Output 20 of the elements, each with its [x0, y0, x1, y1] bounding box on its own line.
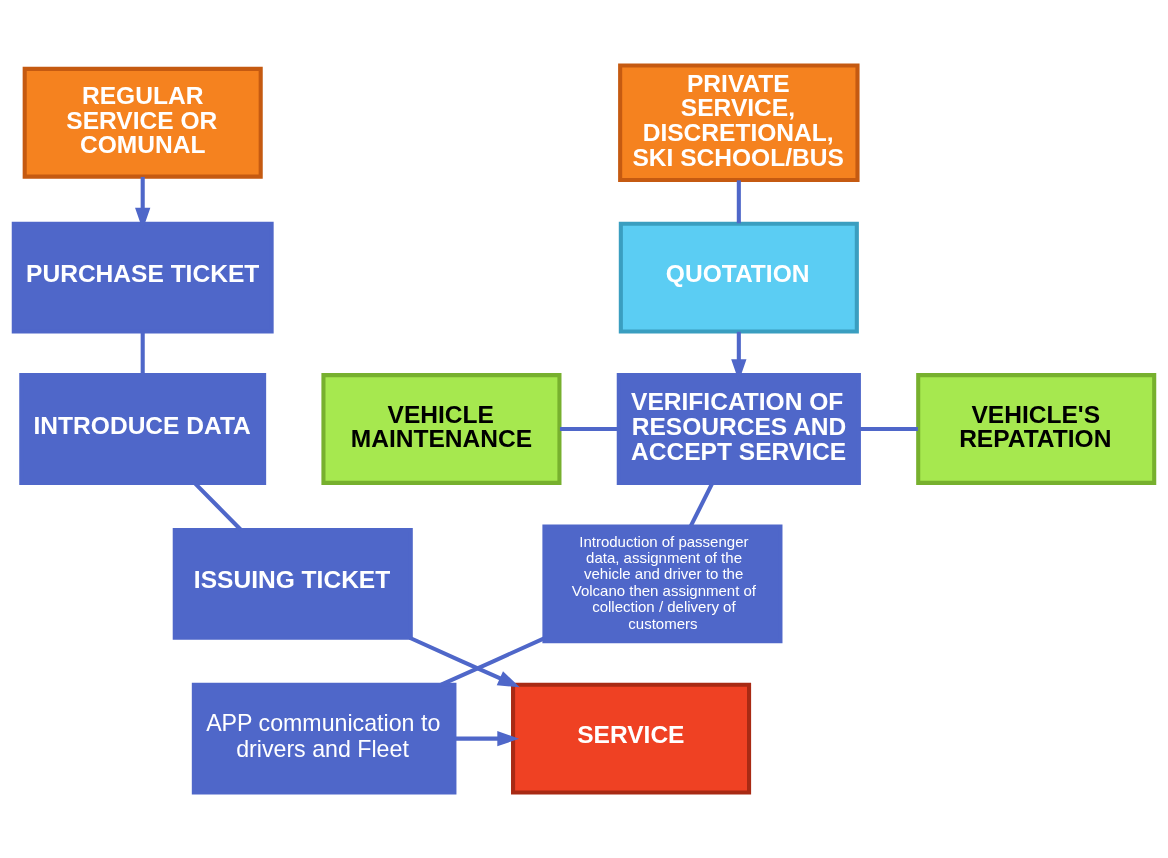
connector [736, 180, 741, 224]
node-box: ISSUING TICKET [172, 527, 413, 640]
arrow [454, 731, 520, 747]
node-box: VEHICLE MAINTENANCE [321, 373, 562, 485]
connector [440, 636, 545, 687]
node-box: QUOTATION [618, 221, 859, 334]
connector [140, 331, 145, 375]
arrow [408, 635, 520, 688]
node-box: VERIFICATION OF RESOURCES AND ACCEPT SERVICE [616, 373, 861, 485]
node-box: PURCHASE TICKET [11, 221, 274, 334]
node-box: Introduction of passenger data, assignment of the vehicle and driver to the Volcano then assignment of collection / delivery of customers [542, 524, 783, 644]
node-box: SERVICE [511, 682, 752, 795]
connector [559, 426, 619, 432]
node-box: APP communication to drivers and Fleet [191, 682, 457, 795]
node-box: VEHICLE'S REPATATION [916, 373, 1157, 485]
node-box: REGULAR SERVICE OR COMUNAL [22, 66, 263, 179]
connector [688, 482, 715, 528]
node-box: PRIVATE SERVICE, DISCRETIONAL, SKI SCHOOL/BUS [618, 63, 860, 183]
connector [859, 426, 918, 432]
node-box: INTRODUCE DATA [19, 373, 267, 485]
